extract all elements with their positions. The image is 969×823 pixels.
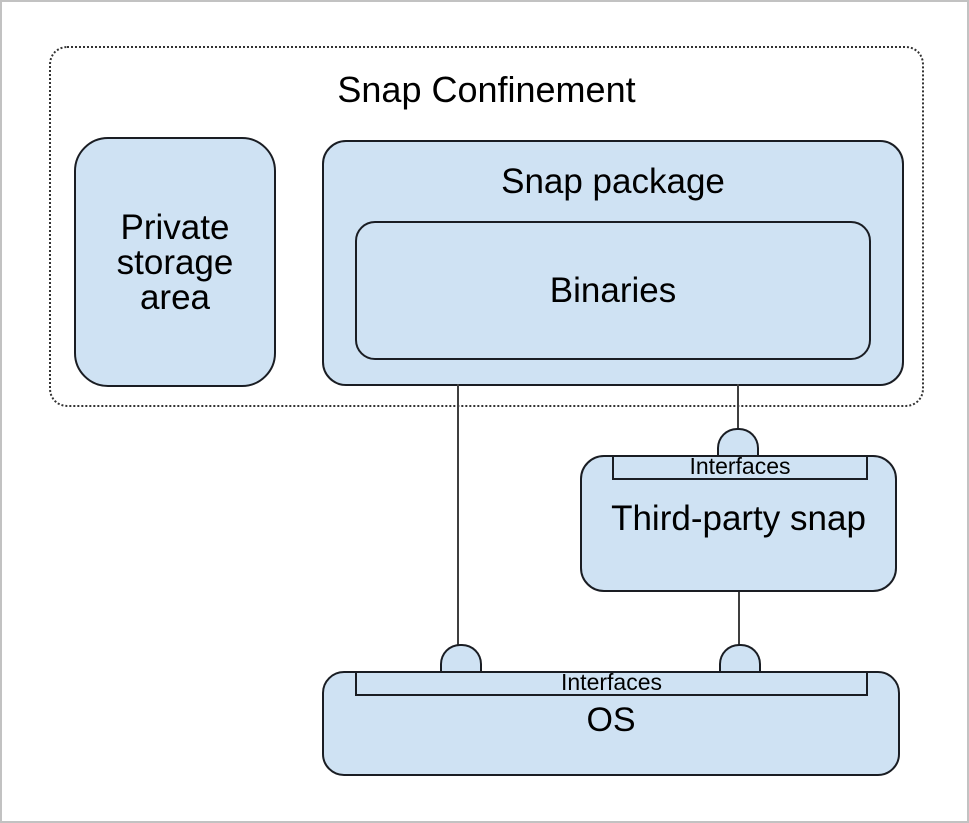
private-storage-label-line1: Private [120, 207, 230, 247]
os-label: OS [586, 701, 636, 739]
snap-package-label: Snap package [501, 162, 725, 201]
os-node: Interfaces OS [322, 671, 900, 776]
third-party-snap-node: Interfaces Third-party snap [580, 455, 897, 592]
snap-confinement-title: Snap Confinement [337, 69, 636, 110]
connector-snap-package-to-third-party [737, 384, 739, 429]
binaries-label: Binaries [549, 270, 677, 310]
interface-socket-os-left [440, 644, 482, 671]
interface-socket-third-party [717, 428, 759, 455]
os-interfaces-bar: Interfaces [355, 671, 868, 696]
connector-snap-package-to-os [457, 384, 459, 645]
private-storage-label-line2: storage [116, 242, 234, 282]
snap-package-node: Snap package Binaries [322, 140, 904, 386]
third-party-snap-label: Third-party snap [611, 499, 866, 538]
private-storage-label-line3: area [139, 277, 211, 317]
third-party-interfaces-label: Interfaces [689, 453, 791, 479]
binaries-node: Binaries [355, 221, 871, 360]
snap-confinement-container: Snap Confinement Private storage area Sn… [49, 46, 924, 407]
interface-socket-os-right [719, 644, 761, 671]
os-interfaces-label: Interfaces [561, 669, 662, 695]
connector-third-party-to-os [738, 591, 740, 645]
private-storage-node: Private storage area [74, 137, 276, 387]
third-party-interfaces-bar: Interfaces [612, 455, 868, 480]
